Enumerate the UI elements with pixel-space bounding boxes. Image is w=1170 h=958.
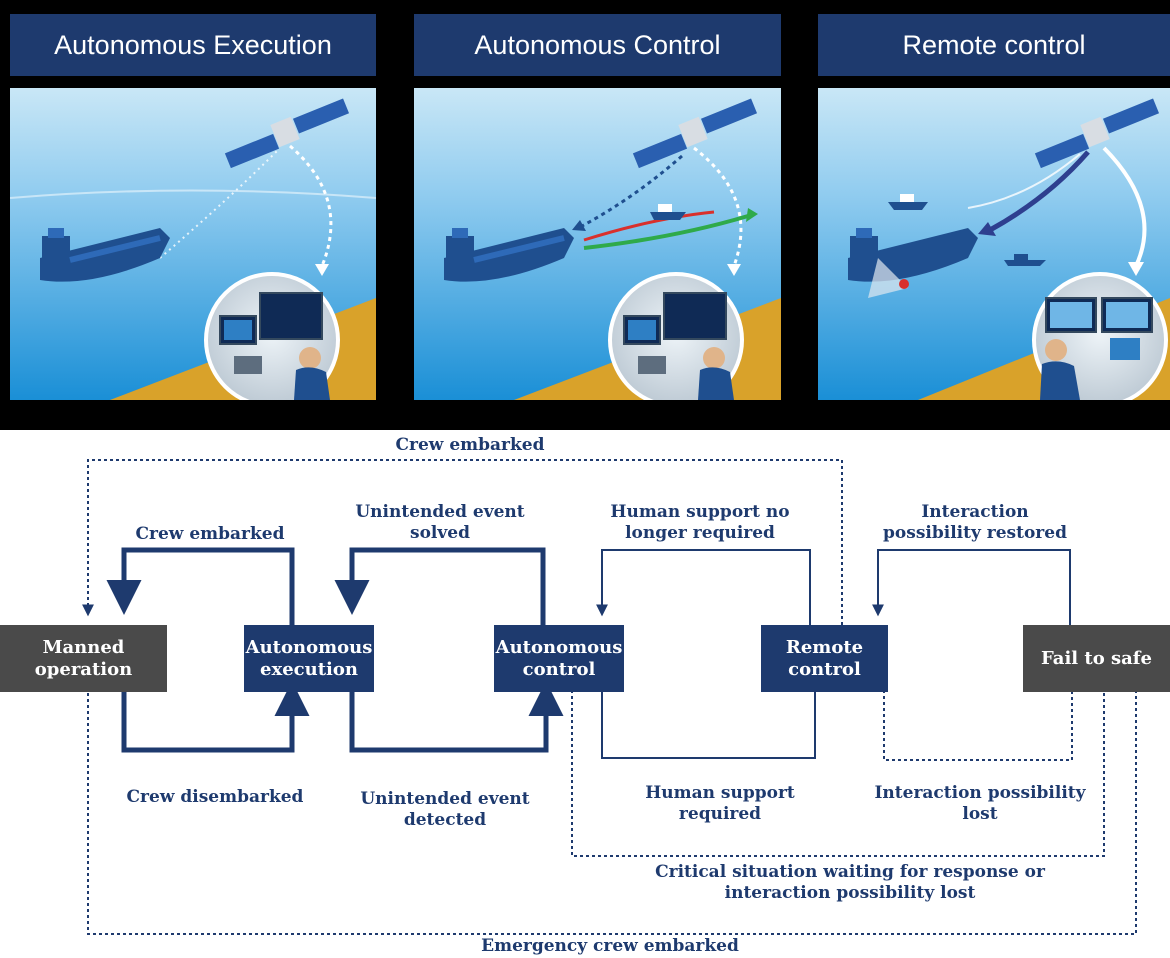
buoy-icon	[899, 279, 909, 289]
arrow-unintended-event-detected	[349, 672, 564, 753]
arrow-human-support-required	[601, 672, 821, 759]
arrow-interaction-possibility-lost	[883, 672, 1078, 761]
arrow-crew-embarked	[106, 547, 295, 625]
arrow-interaction-possibility-restored	[872, 549, 1071, 625]
control-room-circle	[608, 272, 744, 400]
satellite-icon	[1034, 98, 1160, 169]
satellite-icon	[224, 98, 350, 169]
label-interaction-possibility-lost: Interaction possibility lost	[874, 783, 1086, 824]
state-label: Autonomous control	[495, 636, 623, 680]
illustration-autonomous-control	[414, 88, 781, 400]
label-crew-embarked-top: Crew embarked	[395, 435, 545, 455]
label-human-support-required: Human support required	[645, 783, 795, 824]
label-unintended-event-solved: Unintended event solved	[355, 502, 525, 543]
arrow-crew-embarked-from-remote	[82, 459, 843, 625]
illustration-autonomous-execution	[10, 88, 376, 400]
panel-title-autonomous-execution: Autonomous Execution	[10, 14, 376, 76]
arrow-unintended-event-solved	[334, 547, 546, 625]
control-room-circle	[1032, 272, 1168, 400]
state-fail-to-safe: Fail to safe	[1023, 625, 1170, 692]
satellite-icon	[632, 98, 758, 169]
ship-icon	[40, 228, 170, 282]
arrow-emergency-crew-embarked	[82, 672, 1137, 935]
arrow-crew-disembarked	[121, 672, 310, 753]
state-label: Remote control	[785, 636, 864, 680]
state-autonomous-execution: Autonomous execution	[244, 625, 374, 692]
state-label: Manned operation	[34, 636, 133, 680]
label-crew-embarked: Crew embarked	[135, 524, 285, 544]
panel-title-autonomous-control: Autonomous Control	[414, 14, 781, 76]
state-manned-operation: Manned operation	[0, 625, 167, 692]
label-emergency-crew-embarked: Emergency crew embarked	[481, 936, 739, 956]
label-critical-situation: Critical situation waiting for response …	[655, 862, 1045, 903]
state-diagram-connectors	[82, 459, 1137, 935]
state-autonomous-control: Autonomous control	[494, 625, 624, 692]
state-remote-control: Remote control	[761, 625, 888, 692]
small-boat-icon	[650, 204, 686, 220]
label-unintended-event-detected: Unintended event detected	[360, 789, 530, 830]
small-boat-icon	[888, 194, 928, 210]
state-label: Fail to safe	[1041, 647, 1152, 669]
ship-icon	[444, 228, 574, 282]
ship-icon	[848, 228, 978, 298]
label-human-support-no-longer-required: Human support no longer required	[610, 502, 790, 543]
label-interaction-possibility-restored: Interaction possibility restored	[883, 502, 1067, 543]
arrow-critical-situation	[571, 672, 1110, 857]
label-crew-disembarked: Crew disembarked	[126, 787, 304, 807]
arrow-human-support-no-longer-required	[596, 549, 811, 625]
panel-title-remote-control: Remote control	[818, 14, 1170, 76]
patrol-boat-icon	[1004, 254, 1046, 266]
control-room-circle	[204, 272, 340, 400]
illustration-remote-control	[818, 88, 1170, 400]
state-label: Autonomous execution	[245, 636, 373, 680]
